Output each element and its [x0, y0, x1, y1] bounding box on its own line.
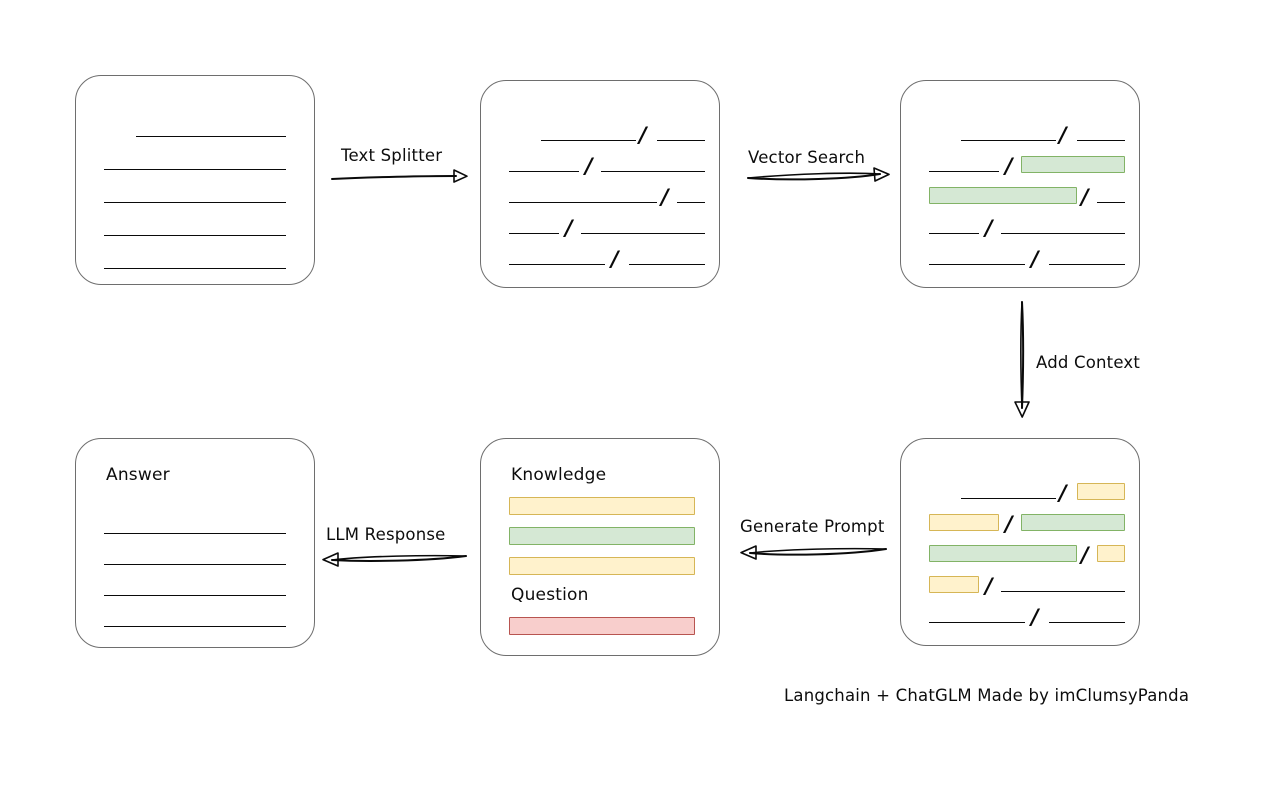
text-rule — [929, 233, 979, 234]
text-rule — [581, 233, 705, 234]
footer-credit: Langchain + ChatGLM Made by imClumsyPand… — [784, 686, 1190, 705]
segment-separator-slash: / — [639, 123, 647, 147]
node-split-document[interactable]: / / / / / — [480, 80, 720, 288]
node-source-document[interactable] — [75, 75, 315, 285]
text-rule — [104, 169, 286, 170]
highlight-chip-yellow — [929, 514, 999, 531]
segment-separator-slash: / — [1031, 605, 1039, 629]
text-rule — [961, 140, 1056, 141]
text-rule — [104, 626, 286, 627]
node-context-document[interactable]: / / / / / — [900, 438, 1140, 646]
prompt-bar-yellow — [509, 557, 695, 575]
text-rule — [657, 140, 705, 141]
edge-label-llm-response: LLM Response — [326, 525, 446, 544]
edge-label-add-context: Add Context — [1036, 353, 1141, 372]
text-rule — [929, 264, 1025, 265]
text-rule — [1049, 264, 1125, 265]
arrow-text-splitter — [331, 169, 468, 183]
text-rule — [929, 622, 1025, 623]
node-answer[interactable]: Answer — [75, 438, 315, 648]
arrow-llm-response — [322, 552, 467, 567]
knowledge-label: Knowledge — [511, 465, 607, 485]
segment-separator-slash: / — [1005, 512, 1013, 536]
segment-separator-slash: / — [1005, 154, 1013, 178]
segment-separator-slash: / — [611, 247, 619, 271]
text-rule — [104, 595, 286, 596]
text-rule — [961, 498, 1056, 499]
node-vector-search-result[interactable]: / / / / / — [900, 80, 1140, 288]
text-rule — [509, 264, 605, 265]
highlight-chip-yellow — [1077, 483, 1125, 500]
text-rule — [1001, 233, 1125, 234]
question-label: Question — [511, 585, 589, 605]
arrow-add-context — [1014, 301, 1030, 418]
text-rule — [1077, 140, 1125, 141]
text-rule — [1049, 622, 1125, 623]
text-rule — [601, 171, 705, 172]
segment-separator-slash: / — [1081, 543, 1089, 567]
edge-label-vector-search: Vector Search — [748, 148, 866, 167]
segment-separator-slash: / — [1059, 123, 1067, 147]
text-rule — [509, 171, 579, 172]
text-rule — [509, 202, 657, 203]
segment-separator-slash: / — [661, 185, 669, 209]
prompt-bar-yellow — [509, 497, 695, 515]
highlight-chip-green — [929, 545, 1077, 562]
text-rule — [929, 171, 999, 172]
segment-separator-slash: / — [585, 154, 593, 178]
text-rule — [1001, 591, 1125, 592]
edge-label-text-splitter: Text Splitter — [341, 146, 443, 165]
arrow-generate-prompt — [740, 545, 887, 560]
text-rule — [104, 533, 286, 534]
segment-separator-slash: / — [985, 574, 993, 598]
text-rule — [104, 235, 286, 236]
highlight-chip-green — [1021, 514, 1125, 531]
text-rule — [104, 564, 286, 565]
text-rule — [509, 233, 559, 234]
prompt-bar-green — [509, 527, 695, 545]
highlight-chip-green — [1021, 156, 1125, 173]
text-rule — [629, 264, 705, 265]
highlight-chip-green — [929, 187, 1077, 204]
node-prompt[interactable]: Knowledge Question — [480, 438, 720, 656]
prompt-bar-red — [509, 617, 695, 635]
answer-title: Answer — [106, 465, 170, 485]
segment-separator-slash: / — [1081, 185, 1089, 209]
arrow-vector-search — [747, 167, 890, 182]
text-rule — [136, 136, 286, 137]
segment-separator-slash: / — [565, 216, 573, 240]
segment-separator-slash: / — [1059, 481, 1067, 505]
text-rule — [1097, 202, 1125, 203]
text-rule — [541, 140, 636, 141]
text-rule — [104, 268, 286, 269]
highlight-chip-yellow — [1097, 545, 1125, 562]
text-rule — [677, 202, 705, 203]
highlight-chip-yellow — [929, 576, 979, 593]
segment-separator-slash: / — [985, 216, 993, 240]
segment-separator-slash: / — [1031, 247, 1039, 271]
text-rule — [104, 202, 286, 203]
edge-label-generate-prompt: Generate Prompt — [740, 517, 885, 536]
